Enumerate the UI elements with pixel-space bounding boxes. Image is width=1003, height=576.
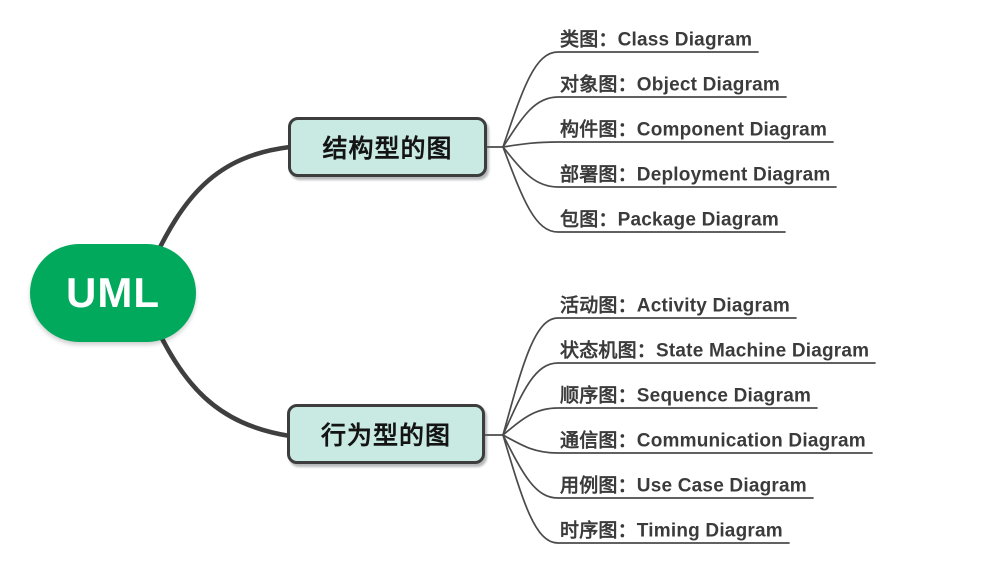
branch-node-label: 行为型的图 (320, 422, 451, 450)
branch-node-label: 结构型的图 (322, 135, 453, 163)
leaf-item[interactable]: 构件图：Component Diagram (560, 119, 828, 141)
root-node-uml[interactable]: UML (30, 244, 196, 342)
leaf-item[interactable]: 通信图：Communication Diagram (560, 430, 866, 452)
leaf-item[interactable]: 类图：Class Diagram (560, 29, 753, 51)
leaf-item[interactable]: 活动图：Activity Diagram (560, 295, 790, 317)
leaf-item[interactable]: 包图：Package Diagram (560, 209, 780, 231)
leaf-item[interactable]: 时序图：Timing Diagram (560, 520, 783, 542)
leaf-item[interactable]: 用例图：Use Case Diagram (560, 475, 807, 497)
leaf-item[interactable]: 状态机图：State Machine Diagram (560, 340, 870, 362)
leaf-item[interactable]: 顺序图：Sequence Diagram (560, 385, 812, 407)
root-node-label: UML (66, 269, 160, 316)
branch-node-behavioral[interactable]: 行为型的图 (287, 404, 485, 464)
branch-node-structural[interactable]: 结构型的图 (288, 117, 487, 177)
leaf-item[interactable]: 部署图：Deployment Diagram (560, 164, 831, 186)
leaf-item[interactable]: 对象图：Object Diagram (560, 74, 781, 96)
